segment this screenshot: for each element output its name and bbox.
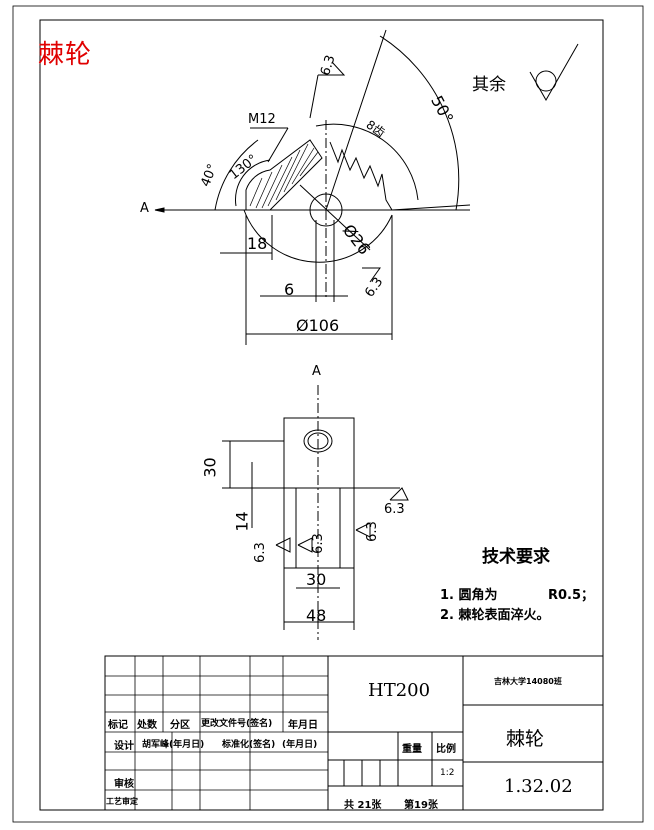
top-view (154, 29, 471, 345)
dim-6: 6 (284, 280, 295, 299)
tb-designer: 胡军峰(年月日) (142, 740, 205, 750)
tech-req-item-2: 2. 棘轮表面淬火。 (440, 608, 550, 623)
dim-ra-right: 6.3 (384, 502, 405, 517)
part-stamp: 棘轮 (38, 40, 93, 70)
section-view (222, 385, 409, 640)
dim-ra-side-right: 6.3 (364, 521, 380, 542)
dim-ra-center: 6.3 (310, 533, 326, 554)
section-marker-a-top: A (140, 201, 149, 216)
tb-scale: 比例 (436, 744, 456, 755)
tb-date: 年月日 (288, 720, 318, 731)
tb-scale-value: 1:2 (440, 768, 455, 778)
tb-weight: 重量 (402, 744, 422, 755)
dim-48: 48 (306, 606, 327, 625)
tb-drawing-no: 1.32.02 (504, 776, 573, 797)
tb-school: 吉林大学14080班 (494, 677, 562, 686)
dim-dia-106: Ø106 (296, 316, 340, 335)
tb-part-name: 棘轮 (506, 728, 545, 750)
tb-change-doc: 更改文件号(签名) (201, 719, 273, 729)
dim-ra-left: 6.3 (252, 542, 268, 563)
tb-count: 处数 (137, 720, 157, 731)
tech-req-title: 技术要求 (482, 547, 550, 567)
tb-review: 审核 (114, 779, 134, 790)
tb-process: 工艺审定 (106, 797, 138, 806)
tb-sheets-total: 共 21张 (344, 800, 382, 811)
sheet-outer-border (12, 5, 644, 823)
tb-sheet-no: 第19张 (404, 800, 438, 811)
tb-zone: 分区 (170, 720, 190, 731)
tb-material: HT200 (368, 680, 431, 701)
dim-30-vertical: 30 (200, 457, 220, 478)
dim-m12: M12 (248, 112, 276, 127)
tb-mark: 标记 (108, 720, 128, 731)
title-block-lines (104, 655, 604, 811)
tb-std-date: (年月日) (282, 740, 318, 750)
tech-req-item-1-value: R0.5； (548, 588, 595, 603)
dim-18: 18 (247, 234, 268, 253)
roughness-symbol (529, 43, 579, 102)
tech-req-item-1: 1. 圆角为 (440, 588, 498, 603)
sheet-inner-border (39, 19, 604, 811)
tb-design: 设计 (114, 741, 134, 752)
dim-14: 14 (232, 511, 252, 532)
dim-30-horizontal: 30 (306, 570, 327, 589)
remaining-roughness-label: 其余 (472, 75, 506, 95)
tb-standard: 标准化(签名) (222, 740, 276, 750)
section-marker-a-bottom: A (312, 364, 321, 379)
